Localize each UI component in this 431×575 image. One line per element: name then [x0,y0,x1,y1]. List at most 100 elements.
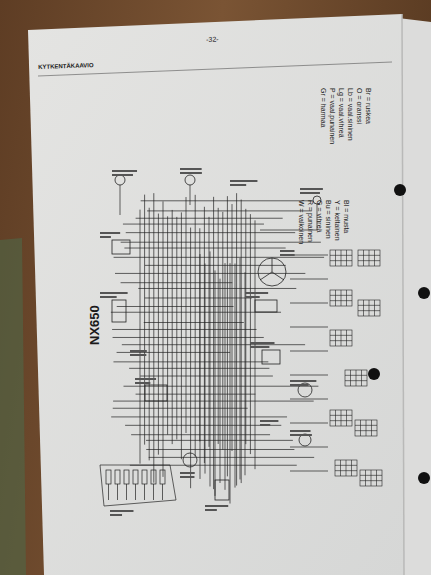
wire [290,327,328,328]
color-code: Y = keltainen [334,200,341,241]
table-rule [335,330,336,346]
table-rule [346,330,347,346]
wire [138,288,296,289]
table-rule [346,460,347,476]
table-rule [356,370,357,386]
wire [122,344,305,345]
wire [209,217,210,447]
tiny-caption [100,296,117,298]
switch-table [330,290,352,306]
wire [290,399,328,400]
lamp-symbol [115,175,125,185]
switch-table [355,420,377,436]
wire [230,263,231,503]
table-rule [374,300,375,316]
wire [290,279,328,280]
wire [124,248,285,249]
tiny-caption [280,254,295,256]
fuse [142,470,147,484]
tiny-caption [180,168,202,170]
wire [195,195,196,457]
wire [113,361,268,362]
wire [121,242,321,243]
relay-box [262,350,280,364]
switch-table [330,410,352,426]
fuse-box-outline [100,465,176,506]
fuse [160,470,165,484]
wire [129,368,269,369]
tiny-caption [245,292,268,294]
color-code: R = punainen [307,200,314,242]
switch-table [330,330,352,346]
wire [158,214,159,455]
wire [250,214,251,454]
wire [115,273,305,274]
table-rule [335,410,336,426]
table-rule [365,470,366,486]
tiny-caption [245,296,260,298]
wire [146,440,293,441]
tiny-caption [300,188,323,190]
switch-table [360,470,382,486]
wire [213,197,214,489]
wire [111,416,287,417]
tiny-caption [180,472,195,474]
fuse [106,470,111,484]
tiny-caption [280,250,294,252]
binder-hole [418,287,430,299]
wire [167,216,168,434]
fuse [115,470,120,484]
table-rule [346,290,347,306]
components [112,175,321,500]
wire [162,484,163,500]
wire [153,484,154,500]
page-fold [402,14,404,575]
wire [144,322,244,323]
fuse-row [100,465,176,506]
table-rule [335,250,336,266]
binder-hole [368,368,380,380]
wire [232,204,233,451]
table-rule [350,370,351,386]
wire [153,193,154,483]
wire [290,375,328,376]
wire [120,185,317,230]
wire [225,263,226,490]
switch-block [112,300,126,322]
color-code: Lg = vaal.vihreä [338,88,345,138]
wire [240,258,241,480]
tiny-caption [260,424,270,426]
wire [227,196,228,476]
tiny-caption [130,354,146,356]
wire [290,471,328,472]
tiny-caption [180,172,202,174]
battery-box [215,480,229,500]
tiny-caption [100,236,111,238]
wire [131,434,270,435]
wire [236,193,237,485]
table-rule [361,370,362,386]
table-rule [340,460,341,476]
wire [163,201,164,476]
switch-table [358,300,380,316]
tiny-caption [260,420,278,422]
wire [290,255,328,256]
header-rule [38,62,392,76]
tiny-caption [290,434,312,436]
table-rule [376,470,377,486]
wire [113,337,264,338]
tiny-caption [110,514,122,516]
green-mat [0,238,26,575]
tiny-caption [230,180,257,182]
table-rule [341,250,342,266]
wire [222,212,223,450]
wire [144,484,145,500]
switch-table [358,250,380,266]
wire [126,484,127,500]
tiny-caption [100,232,120,234]
wire [117,484,118,500]
headlight-symbol [258,258,286,286]
fuse [124,470,129,484]
